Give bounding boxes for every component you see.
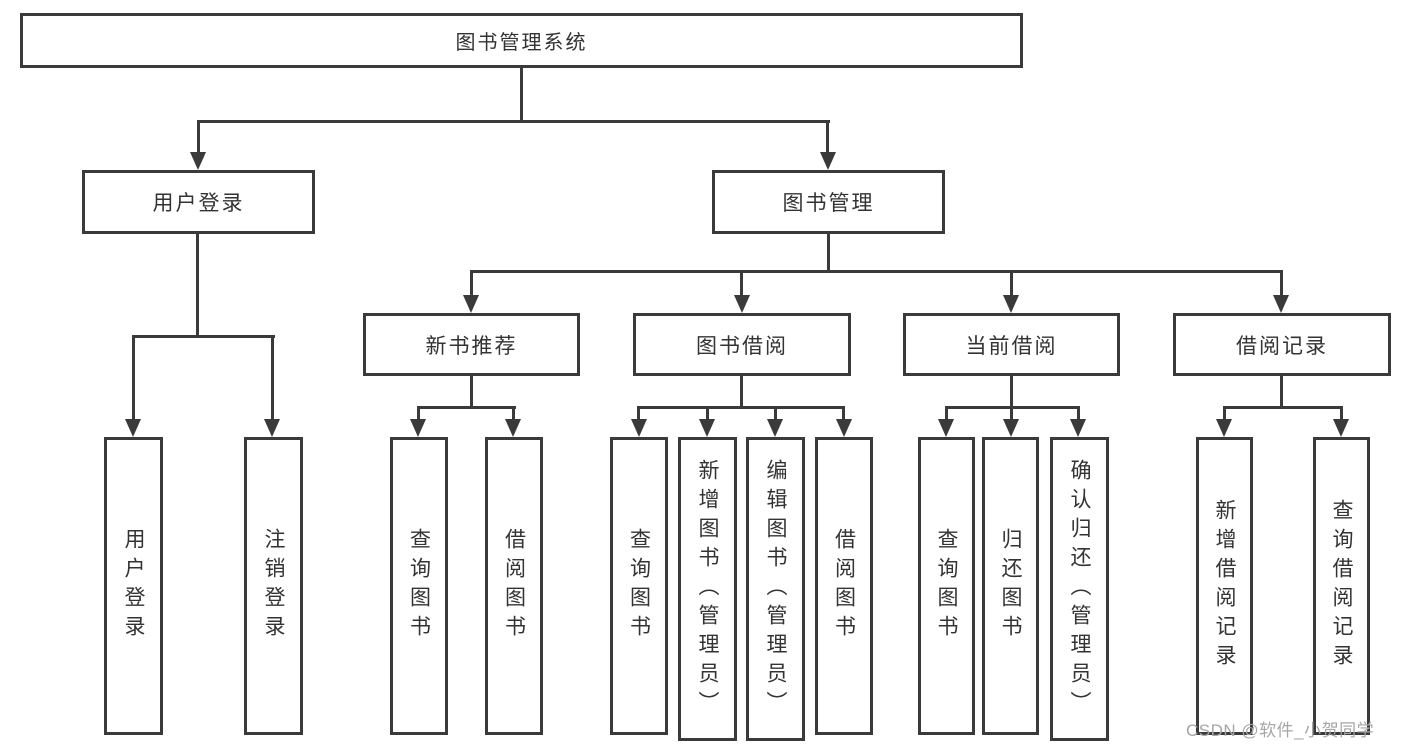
- arrow-down-icon: [125, 419, 141, 437]
- arrow-down-icon: [938, 419, 954, 437]
- arrow-down-icon: [836, 419, 852, 437]
- node-user-login: 用户登录: [82, 170, 315, 234]
- connector-drop: [1010, 270, 1013, 297]
- connector-drop: [1010, 406, 1013, 421]
- connector-drop: [774, 406, 777, 421]
- connector-branch: [637, 406, 845, 409]
- connector-stem: [827, 233, 830, 273]
- arrow-down-icon: [190, 152, 206, 170]
- node-label: 当前借阅: [965, 334, 1058, 358]
- connector-branch: [132, 335, 275, 338]
- leaf-label: 归还图书: [999, 528, 1022, 644]
- connector-drop: [1077, 406, 1080, 421]
- connector-drop: [637, 406, 640, 421]
- leaf-label: 查询图书: [407, 528, 431, 644]
- connector-drop: [271, 335, 274, 421]
- leaf-edit-books-admin: 编辑图书（管理员）: [746, 437, 805, 741]
- leaf-query-books: 查询图书: [918, 437, 975, 735]
- node-book-borrow: 图书借阅: [633, 313, 851, 376]
- arrow-down-icon: [1003, 295, 1019, 313]
- arrow-down-icon: [410, 419, 426, 437]
- node-label: 新书推荐: [425, 334, 518, 358]
- node-library-management-system: 图书管理系统: [20, 13, 1023, 68]
- arrow-down-icon: [1333, 419, 1349, 437]
- arrow-down-icon: [264, 419, 280, 437]
- leaf-label: 借阅图书: [502, 528, 526, 644]
- arrow-down-icon: [820, 152, 836, 170]
- node-label: 图书管理: [782, 192, 875, 215]
- leaf-borrow-books: 借阅图书: [485, 437, 543, 735]
- connector-stem: [470, 375, 473, 409]
- connector-level2-branch: [197, 120, 830, 123]
- connector-drop: [470, 270, 473, 297]
- node-label: 借阅记录: [1236, 334, 1328, 358]
- connector-drop: [706, 406, 709, 421]
- leaf-add-borrow-record: 新增借阅记录: [1196, 437, 1253, 735]
- leaf-label: 查询图书: [627, 528, 651, 644]
- connector-drop: [826, 120, 829, 154]
- connector-drop: [945, 406, 948, 421]
- leaf-label: 查询借阅记录: [1330, 499, 1353, 673]
- connector-stem: [1010, 375, 1013, 409]
- connector-branch: [417, 406, 516, 409]
- connector-stem: [740, 375, 743, 409]
- connector-branch: [1223, 406, 1343, 409]
- connector-drop: [740, 270, 743, 297]
- leaf-user-login: 用户登录: [104, 437, 163, 735]
- csdn-watermark: CSDN @软件_小贺同学: [1186, 721, 1375, 740]
- leaf-add-books-admin: 新增图书（管理员）: [678, 437, 737, 741]
- arrow-down-icon: [734, 295, 750, 313]
- leaf-label: 新增借阅记录: [1213, 499, 1236, 673]
- connector-drop: [417, 406, 420, 421]
- arrow-down-icon: [463, 295, 479, 313]
- arrow-down-icon: [1070, 419, 1086, 437]
- connector-drop: [1280, 270, 1283, 297]
- connector-stem: [1280, 375, 1283, 409]
- connector-drop: [1223, 406, 1226, 421]
- leaf-label: 借阅图书: [832, 528, 856, 644]
- connector-root-stem: [520, 68, 523, 123]
- node-book-management: 图书管理: [712, 170, 945, 234]
- node-label: 图书借阅: [696, 334, 788, 358]
- leaf-borrow-books: 借阅图书: [815, 437, 873, 735]
- arrow-down-icon: [1003, 419, 1019, 437]
- leaf-label: 编辑图书（管理员）: [764, 458, 787, 720]
- node-label: 用户登录: [152, 192, 245, 215]
- leaf-confirm-return-admin: 确认归还（管理员）: [1050, 437, 1109, 741]
- connector-drop: [842, 406, 845, 421]
- arrow-down-icon: [505, 419, 521, 437]
- arrow-down-icon: [1273, 295, 1289, 313]
- leaf-label: 确认归还（管理员）: [1068, 458, 1091, 720]
- node-current-borrow: 当前借阅: [903, 313, 1120, 376]
- arrow-down-icon: [699, 419, 715, 437]
- node-new-book-recommend: 新书推荐: [363, 313, 580, 376]
- leaf-label: 查询图书: [935, 528, 958, 644]
- connector-level3-branch: [470, 270, 1283, 273]
- node-borrow-records: 借阅记录: [1173, 313, 1391, 376]
- connector-drop: [1340, 406, 1343, 421]
- leaf-logout: 注销登录: [244, 437, 303, 735]
- node-label: 图书管理系统: [455, 32, 588, 54]
- connector-drop: [512, 406, 515, 421]
- connector-stem: [196, 232, 199, 338]
- leaf-query-books: 查询图书: [610, 437, 668, 735]
- leaf-label: 用户登录: [122, 528, 145, 644]
- leaf-query-borrow-record: 查询借阅记录: [1313, 437, 1370, 735]
- leaf-query-books: 查询图书: [390, 437, 448, 735]
- connector-drop: [197, 120, 200, 154]
- connector-drop: [132, 335, 135, 421]
- arrow-down-icon: [631, 419, 647, 437]
- leaf-return-books: 归还图书: [982, 437, 1039, 735]
- arrow-down-icon: [1216, 419, 1232, 437]
- arrow-down-icon: [767, 419, 783, 437]
- leaf-label: 新增图书（管理员）: [696, 458, 719, 720]
- leaf-label: 注销登录: [262, 528, 285, 644]
